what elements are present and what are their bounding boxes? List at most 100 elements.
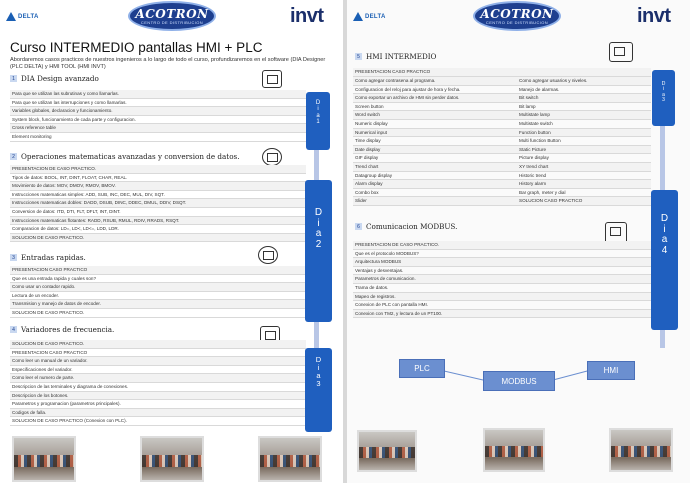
list-item: Multistate switch	[517, 120, 651, 129]
list-item: Conexion de PLC con pantalla HMI.	[353, 301, 651, 310]
photo-content	[611, 446, 671, 458]
list-item: Element monitoring	[10, 133, 306, 142]
intro-text: Abordaremos casos practicos de nuestros …	[10, 57, 326, 70]
list-item: Manejo de alarmas.	[517, 86, 651, 95]
photo-content	[142, 454, 202, 467]
day-letter: 3	[662, 96, 665, 103]
photo-content	[359, 447, 415, 458]
list-item: Como leer el numero de parte.	[10, 374, 306, 383]
list-item: Para que se utilizan las interrupciones …	[10, 99, 306, 108]
acotron-logo-subtext: CENTRO DE DISTRIBUCION	[140, 19, 204, 25]
list-item: Conexion con TM2, y lectura de un PT100.	[353, 309, 651, 319]
list-item: Conversion de datos: ITD, DTI, FLT, DFLT…	[10, 208, 306, 217]
list-item: Ventajas y desventajas.	[353, 267, 651, 276]
list-item: Instrucciones matematicas dobles: DADD, …	[10, 199, 306, 208]
section-6-list: PRESENTACION DE CASO PRACTICO.Que es el …	[353, 241, 651, 319]
acotron-logo-text: ACOTRON	[135, 6, 209, 21]
list-item: Function button	[517, 128, 651, 138]
list-item: Historic trend	[517, 172, 651, 181]
section-4-list: SOLUCION DE CASO PRACTICO.PRESENTACION C…	[10, 340, 306, 426]
list-item: Trend chart	[353, 162, 517, 172]
section-header-1: 1 DIA Design avanzado	[10, 74, 99, 83]
day-letter: D	[315, 100, 321, 106]
class-photo	[357, 430, 417, 472]
list-item: Lectura de un encoder.	[10, 292, 306, 301]
day-letter: D	[315, 355, 322, 364]
hmi-box: HMI	[587, 361, 635, 380]
day-letter: i	[663, 223, 666, 235]
section-title: Variadores de frecuencia.	[21, 325, 115, 334]
day-letter: D	[661, 81, 666, 87]
list-item: Time display	[353, 137, 517, 146]
list-item: PRESENTACION CASO PRACTICO	[10, 349, 306, 358]
day-letter: a	[661, 234, 668, 245]
list-item: Numeric display	[353, 120, 517, 129]
delta-logo: DELTA	[6, 12, 39, 21]
acotron-logo: ACOTRON CENTRO DE DISTRIBUCION	[128, 1, 216, 31]
modbus-box: MODBUS	[483, 371, 555, 391]
page-title: Curso INTERMEDIO pantallas HMI + PLC	[10, 40, 263, 55]
day-letter: a	[315, 228, 322, 239]
list-item: Codigos de falla.	[10, 408, 306, 418]
list-item: Bar graph, meter y dial	[517, 189, 651, 198]
list-item: Como usar un contador rapido.	[10, 283, 306, 292]
day-connector	[314, 322, 319, 348]
class-photo	[140, 436, 204, 482]
delta-triangle-icon	[6, 12, 16, 21]
section-number: 3	[10, 254, 17, 261]
diagram-line	[552, 369, 592, 381]
list-item: Variables globales, declaracion y funcio…	[10, 107, 306, 116]
day-letter: 1	[316, 118, 320, 125]
photo-content	[485, 446, 543, 458]
section-5-list-right: Como agregar usuarios y niveles.Manejo d…	[517, 77, 651, 206]
list-item: SOLUCION DE CASO PRACTICO.	[10, 340, 306, 349]
invt-logo: invt	[637, 5, 671, 28]
section-title: Entradas rapidas.	[21, 253, 86, 262]
list-item: Bit lamp	[517, 103, 651, 112]
section-header-5: 5 HMI INTERMEDIO	[355, 52, 436, 61]
day-letter: 2	[315, 238, 322, 250]
list-item: PRESENTACION DE CASO PRACTICO.	[353, 241, 651, 250]
photo-content	[14, 454, 74, 467]
gears-icon	[262, 148, 282, 166]
section-title: DIA Design avanzado	[21, 74, 99, 83]
list-item: Datagroup display	[353, 172, 517, 181]
section-number: 4	[10, 326, 17, 333]
list-item: SOLUCION DE CASO PRACTICO (Conexion con …	[10, 417, 306, 426]
list-item: Word switch	[353, 111, 517, 120]
list-item: Para que se utilizan las subrutinas y co…	[10, 90, 306, 99]
class-photo	[258, 436, 322, 482]
list-item: Tipos de datos: BOOL, INT, DINT, FLOAT, …	[10, 174, 306, 183]
section-number: 5	[355, 53, 362, 60]
day-connector	[314, 150, 319, 180]
list-item: Instrucciones matematicas simples: ADD, …	[10, 191, 306, 200]
list-item: Especificaciones del variador.	[10, 366, 306, 375]
list-item: Static Picture	[517, 145, 651, 155]
list-item: Instrucciones matematicas flotantes: RAD…	[10, 216, 306, 226]
day-letter: a	[662, 91, 665, 98]
section-number: 1	[10, 75, 17, 82]
list-item: SOLUCION DE CASO PRACTICO.	[10, 309, 306, 318]
list-item: SOLUCION CASO PRACTICO	[517, 197, 651, 206]
list-item: Alarm display	[353, 180, 517, 189]
list-item: Descripcion de las terminales y diagrama…	[10, 383, 306, 392]
list-item: Multistate lamp	[517, 111, 651, 120]
list-item: Date display	[353, 145, 517, 155]
section-number: 2	[10, 153, 17, 160]
acotron-logo-subtext: CENTRO DE DISTRIBUCION	[485, 19, 549, 25]
list-item: Parametros de comunicacion.	[353, 275, 651, 284]
list-item: Parametros y programacion (parametros pr…	[10, 400, 306, 409]
invt-logo-text: invt	[290, 5, 324, 27]
list-item: Como agregar contrasena al programa.	[353, 77, 517, 86]
section-header-3: 3 Entradas rapidas.	[10, 253, 86, 262]
list-item: Configuracion del reloj para ajustar de …	[353, 86, 517, 95]
list-item: Descripcion de los botones.	[10, 391, 306, 401]
section-header-6: 6 Comunicacion MODBUS.	[355, 222, 457, 231]
monitor-icon	[262, 70, 282, 88]
list-item: Arquitectura MODBUS	[353, 258, 651, 267]
section-number: 6	[355, 223, 362, 230]
list-item: Numerical input	[353, 128, 517, 138]
delta-logo-text: DELTA	[365, 13, 386, 20]
